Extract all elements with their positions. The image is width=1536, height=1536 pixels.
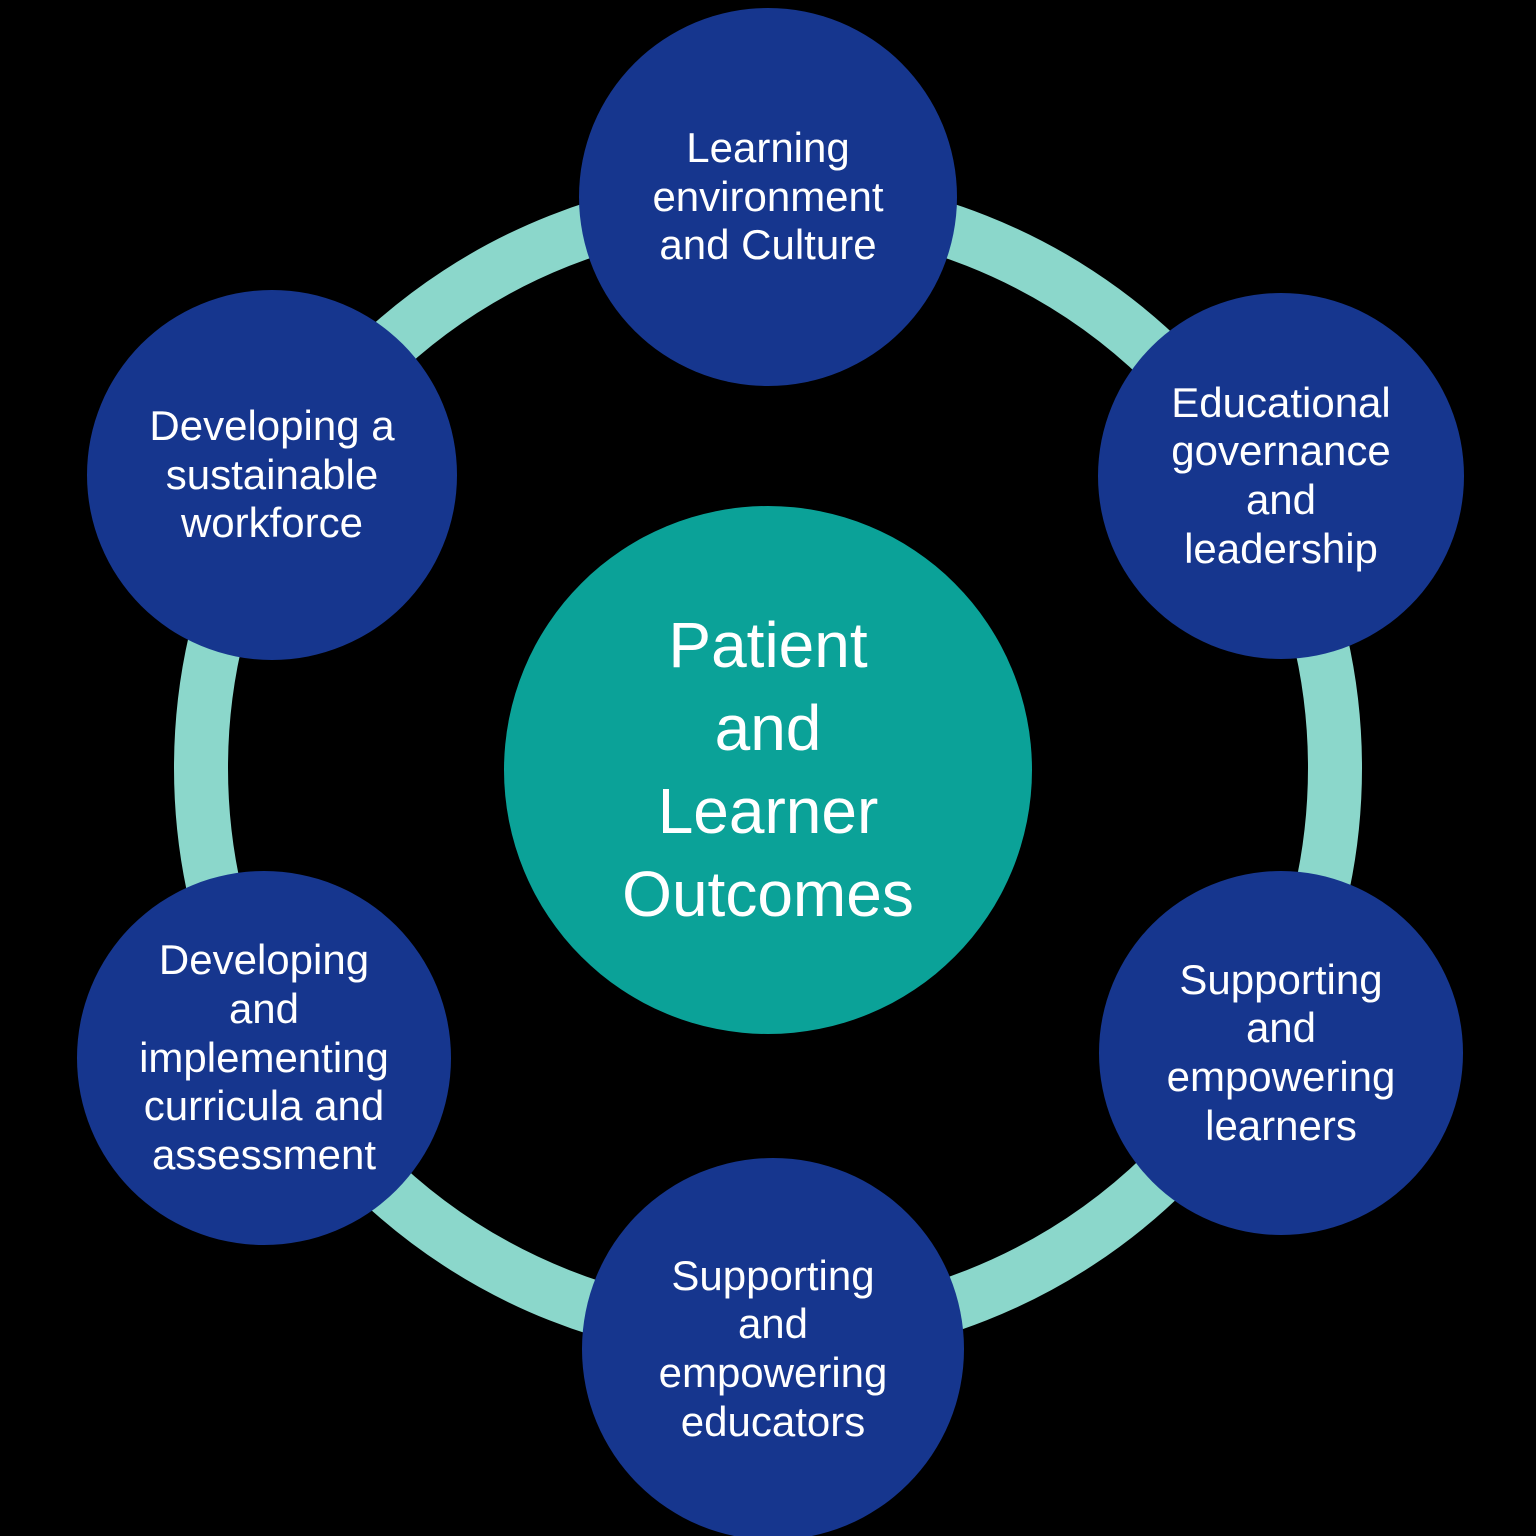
node-label-developing-a-sustainable-workforce: Developing a sustainable workforce [149, 401, 395, 547]
node-supporting-and-empowering-educators: Supporting and empowering educators [582, 1158, 964, 1536]
node-label-learning-environment-and-culture: Learning environment and Culture [652, 123, 884, 269]
node-educational-governance-and-leadership: Educational governance and leadership [1098, 293, 1464, 659]
node-developing-a-sustainable-workforce: Developing a sustainable workforce [87, 290, 457, 660]
node-label-supporting-and-empowering-educators: Supporting and empowering educators [658, 1251, 888, 1445]
node-learning-environment-and-culture: Learning environment and Culture [579, 8, 957, 386]
node-supporting-and-empowering-learners: Supporting and empowering learners [1099, 871, 1463, 1235]
node-label-developing-and-implementing-curricula-and-assessment: Developing and implementing curricula an… [139, 936, 389, 1179]
node-label-supporting-and-empowering-learners: Supporting and empowering learners [1166, 955, 1396, 1149]
node-patient-and-learner-outcomes: Patient and Learner Outcomes [504, 506, 1032, 1034]
node-developing-and-implementing-curricula-and-assessment: Developing and implementing curricula an… [77, 871, 451, 1245]
node-label-patient-and-learner-outcomes: Patient and Learner Outcomes [622, 608, 914, 931]
node-label-educational-governance-and-leadership: Educational governance and leadership [1171, 378, 1391, 572]
